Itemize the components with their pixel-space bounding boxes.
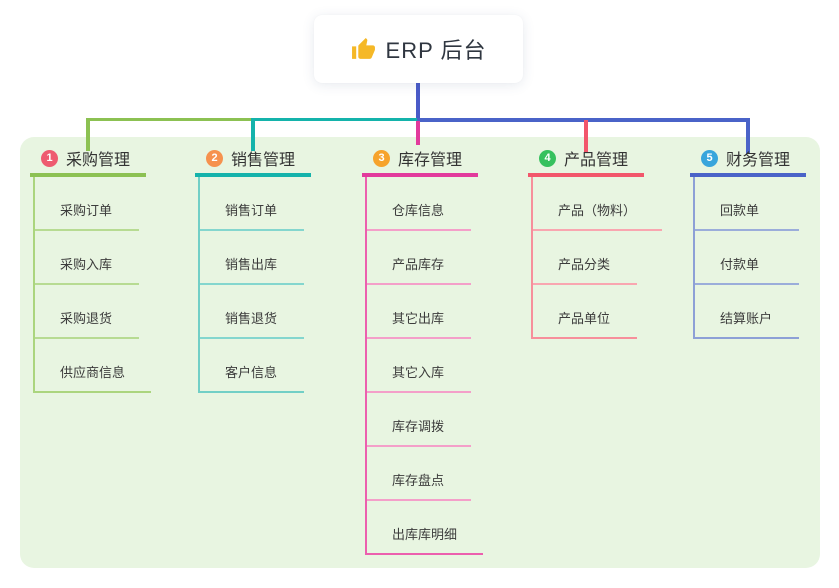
- branch-header[interactable]: 4 产品管理: [528, 143, 644, 177]
- mindmap-child-node[interactable]: 仓库信息: [367, 177, 471, 231]
- root-node[interactable]: ERP 后台: [314, 15, 523, 83]
- child-node-label: 销售出库: [225, 257, 278, 272]
- child-node-label: 出库库明细: [392, 527, 458, 542]
- mindmap-branch: 3 库存管理 仓库信息产品库存其它出库其它入库库存调拨库存盘点出库库明细: [362, 143, 484, 555]
- branch-children: 采购订单采购入库采购退货供应商信息: [33, 177, 152, 393]
- branch-children: 产品（物料） 产品分类产品单位: [531, 177, 663, 339]
- mindmap-child-node[interactable]: 销售退货: [200, 285, 304, 339]
- thumbs-up-icon: [351, 37, 376, 62]
- branch-number-badge: 4: [539, 149, 556, 167]
- mindmap-child-node[interactable]: 销售订单: [200, 177, 304, 231]
- child-node-label: 仓库信息: [392, 203, 445, 218]
- child-node-label: 回款单: [720, 203, 760, 218]
- branch-title: 采购管理: [66, 152, 131, 169]
- branch-number-badge: 3: [373, 149, 390, 167]
- child-node-label: 采购入库: [60, 257, 113, 272]
- mindmap-child-node[interactable]: 付款单: [695, 231, 799, 285]
- child-node-label: 采购退货: [60, 311, 113, 326]
- branch-number-badge: 5: [701, 149, 718, 167]
- mindmap-child-node[interactable]: 库存盘点: [367, 447, 471, 501]
- mindmap-branch: 2 销售管理 销售订单销售出库销售退货客户信息: [195, 143, 311, 393]
- mindmap-panel: [20, 137, 820, 568]
- branch-children: 销售订单销售出库销售退货客户信息: [198, 177, 311, 393]
- branch-title: 库存管理: [398, 152, 463, 169]
- connector-drop-branch-4: [584, 120, 588, 153]
- thumbs-up-path: [351, 37, 375, 59]
- mindmap-child-node[interactable]: 客户信息: [200, 339, 304, 393]
- branch-title: 产品管理: [564, 152, 629, 169]
- mindmap-child-node[interactable]: 供应商信息: [35, 339, 152, 393]
- child-node-label: 库存盘点: [392, 473, 445, 488]
- child-node-label: 其它出库: [392, 311, 445, 326]
- mindmap-child-node[interactable]: 其它入库: [367, 339, 471, 393]
- mindmap-child-node[interactable]: 库存调拨: [367, 393, 471, 447]
- mindmap-child-node[interactable]: 采购入库: [35, 231, 139, 285]
- child-node-label: 销售退货: [225, 311, 278, 326]
- mindmap-branch: 5 财务管理 回款单付款单结算账户: [690, 143, 806, 339]
- child-node-label: 产品库存: [392, 257, 445, 272]
- mindmap-child-node[interactable]: 产品单位: [533, 285, 637, 339]
- branch-header[interactable]: 5 财务管理: [690, 143, 806, 177]
- child-node-label: 产品单位: [558, 311, 611, 326]
- branch-header[interactable]: 2 销售管理: [195, 143, 311, 177]
- mindmap-child-node[interactable]: 采购订单: [35, 177, 139, 231]
- branch-header[interactable]: 1 采购管理: [30, 143, 146, 177]
- connector-drop-branch-2: [251, 120, 255, 151]
- child-node-label: 付款单: [720, 257, 760, 272]
- mindmap-branch: 1 采购管理 采购订单采购入库采购退货供应商信息: [30, 143, 152, 393]
- mindmap-child-node[interactable]: 产品分类: [533, 231, 637, 285]
- branch-number-badge: 2: [206, 149, 223, 167]
- branch-children: 仓库信息产品库存其它出库其它入库库存调拨库存盘点出库库明细: [365, 177, 484, 555]
- branch-title: 财务管理: [726, 152, 791, 169]
- mindmap-child-node[interactable]: 采购退货: [35, 285, 139, 339]
- mindmap-child-node[interactable]: 产品（物料）: [533, 177, 663, 231]
- branch-header[interactable]: 3 库存管理: [362, 143, 478, 177]
- child-node-label: 结算账户: [720, 311, 773, 326]
- root-title: ERP 后台: [385, 38, 487, 63]
- connector-root-vertical: [416, 83, 420, 121]
- branch-title: 销售管理: [231, 152, 296, 169]
- child-node-label: 其它入库: [392, 365, 445, 380]
- branch-children: 回款单付款单结算账户: [693, 177, 806, 339]
- child-node-label: 库存调拨: [392, 419, 445, 434]
- mindmap-child-node[interactable]: 其它出库: [367, 285, 471, 339]
- connector-drop-branch-1: [86, 120, 90, 151]
- child-node-label: 产品（物料）: [558, 203, 637, 218]
- mindmap-child-node[interactable]: 销售出库: [200, 231, 304, 285]
- child-node-label: 产品分类: [558, 257, 611, 272]
- mindmap-child-node[interactable]: 回款单: [695, 177, 799, 231]
- mindmap-child-node[interactable]: 产品库存: [367, 231, 471, 285]
- connector-drop-branch-3: [416, 121, 420, 145]
- mindmap-child-node[interactable]: 结算账户: [695, 285, 799, 339]
- child-node-label: 销售订单: [225, 203, 278, 218]
- mindmap-child-node[interactable]: 出库库明细: [367, 501, 484, 555]
- branch-number-badge: 1: [41, 149, 58, 167]
- connector-bus-segment-1: [86, 118, 255, 121]
- child-node-label: 客户信息: [225, 365, 278, 380]
- connector-drop-branch-5: [746, 120, 750, 154]
- child-node-label: 供应商信息: [60, 365, 126, 380]
- connector-bus-segment-2: [251, 118, 419, 121]
- mindmap-branch: 4 产品管理 产品（物料） 产品分类产品单位: [528, 143, 663, 339]
- connector-bus-segment-5: [417, 118, 750, 122]
- child-node-label: 采购订单: [60, 203, 113, 218]
